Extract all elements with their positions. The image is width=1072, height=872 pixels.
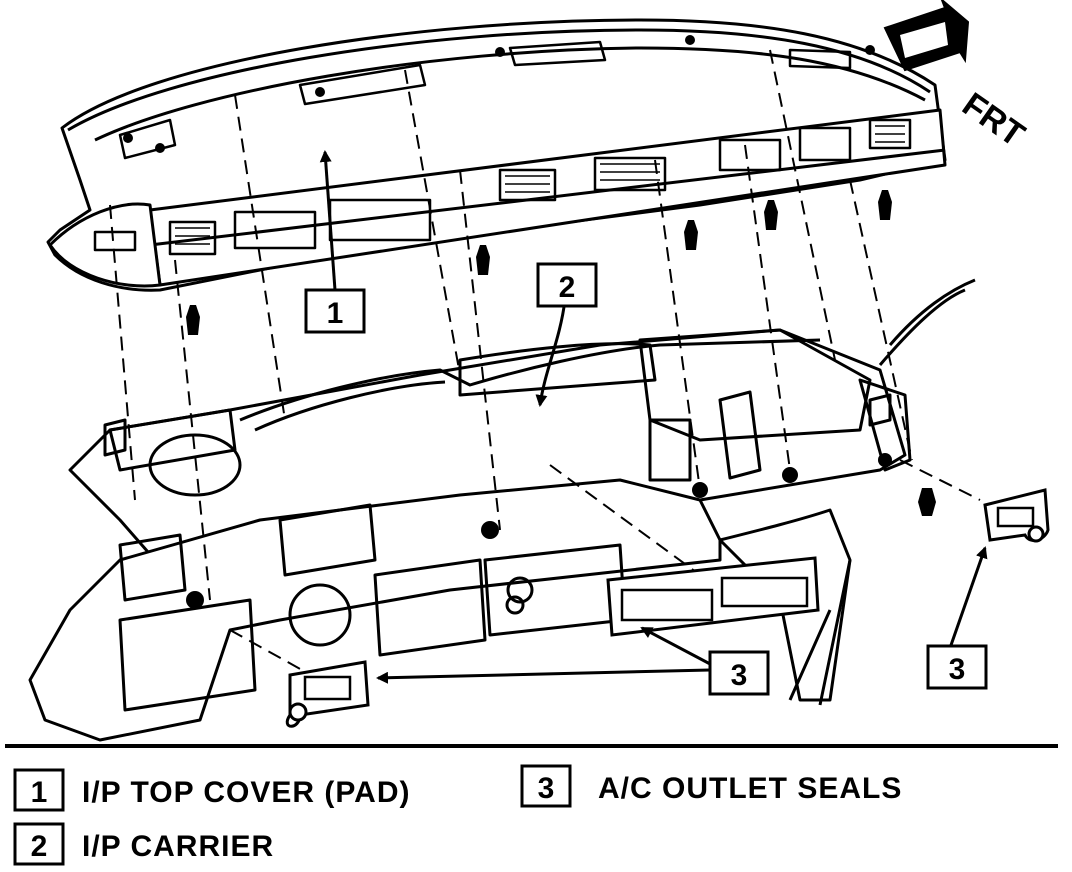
leader-callout-1 [319, 150, 337, 291]
seal-right [983, 488, 1050, 543]
legend-number-2: 2 [31, 830, 48, 863]
leader-callout-2 [535, 299, 567, 407]
callout-number-3-center: 3 [731, 659, 748, 692]
legend-item-2: 2 I/P CARRIER [13, 822, 274, 866]
seal-center [606, 556, 820, 637]
alignment-lines [109, 49, 981, 681]
legend-item-1: 1 I/P TOP COVER (PAD) [13, 768, 411, 812]
callout-box-3-right: 3 [926, 644, 988, 690]
legend-text-3: A/C OUTLET SEALS [598, 772, 902, 805]
leader-callout-3-to-right-seal [948, 546, 988, 649]
callout-box-1: 1 [304, 288, 366, 334]
callout-number-2: 2 [559, 271, 576, 304]
callout-box-3-center: 3 [708, 650, 770, 696]
leader-arrows [319, 150, 988, 684]
legend-number-3: 3 [538, 772, 555, 805]
frt-label: FRT [955, 85, 1031, 154]
ac-outlet-seals [285, 488, 1050, 728]
legend-number-1: 1 [31, 776, 48, 809]
fastener-screws [186, 190, 936, 516]
ip-carrier [28, 278, 976, 742]
leader-callout-3-to-left-seal [376, 668, 711, 684]
legend-item-3: 3 A/C OUTLET SEALS [520, 764, 902, 808]
seal-left [285, 660, 370, 728]
legend-text-1: I/P TOP COVER (PAD) [82, 776, 411, 809]
callout-number-1: 1 [327, 297, 344, 330]
leader-callout-3-to-center-seal [640, 626, 713, 667]
ip-top-cover-pad [46, 18, 947, 292]
callout-number-3-right: 3 [949, 653, 966, 686]
legend-text-2: I/P CARRIER [82, 830, 274, 863]
callout-box-2: 2 [536, 262, 598, 308]
